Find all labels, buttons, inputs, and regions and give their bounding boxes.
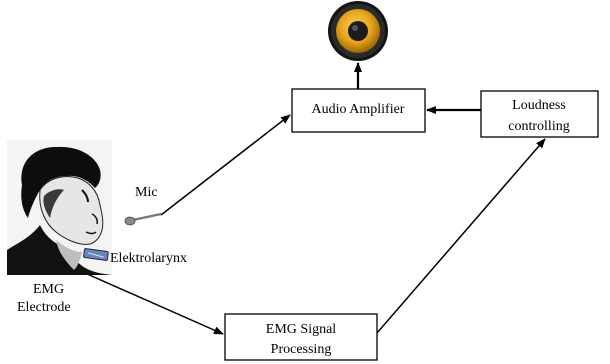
microphone-icon bbox=[124, 212, 162, 226]
emg-signal-processing-box: EMG Signal Processing bbox=[224, 313, 378, 361]
mic-label: Mic bbox=[135, 185, 158, 200]
loudness-controlling-box: Loudness controlling bbox=[480, 90, 599, 138]
audio-amplifier-box: Audio Amplifier bbox=[291, 88, 426, 133]
person-photo bbox=[7, 140, 112, 275]
loudness-label-line2: controlling bbox=[508, 119, 569, 134]
emg-electrode-label-line1: EMG bbox=[33, 282, 64, 297]
elektrolarynx-label: Elektrolarynx bbox=[110, 251, 187, 266]
emg-processing-label-line1: EMG Signal bbox=[266, 322, 337, 337]
speaker-icon bbox=[328, 1, 388, 61]
arrow-mic-to-amplifier bbox=[160, 114, 291, 216]
electrolarynx-device-icon bbox=[83, 248, 109, 261]
audio-amplifier-label: Audio Amplifier bbox=[312, 102, 405, 117]
emg-processing-label-line2: Processing bbox=[271, 342, 332, 357]
loudness-label-line1: Loudness bbox=[512, 98, 566, 113]
arrow-emg-processing-to-loudness bbox=[376, 138, 546, 334]
emg-electrode-label-line2: Electrode bbox=[17, 300, 71, 315]
